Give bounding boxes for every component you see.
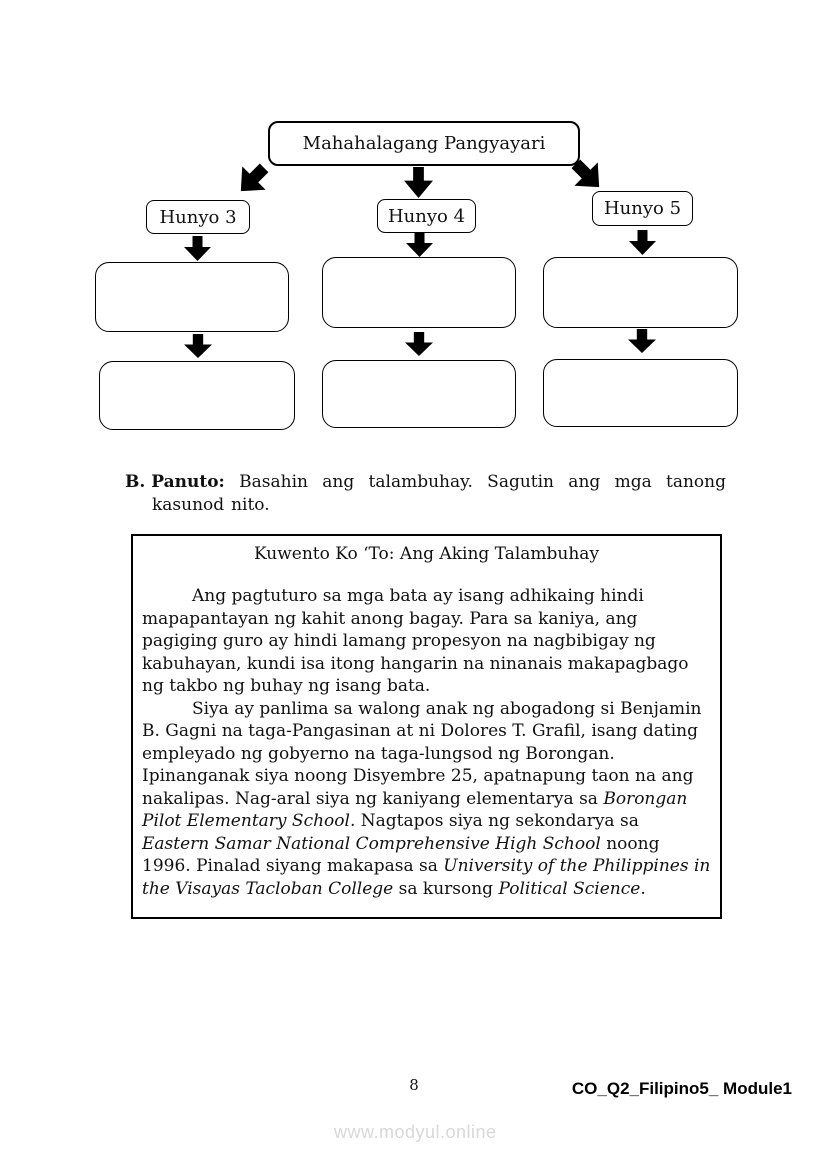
block-arrow-down-left-icon (229, 156, 276, 203)
story-box: Kuwento Ko ‘To: Ang Aking Talambuhay Ang… (131, 534, 722, 919)
answer-box-row1-col2 (322, 257, 516, 328)
story-paragraph-2: Siya ay panlima sa walong anak ng abogad… (142, 698, 711, 899)
diagram-node-hunyo-3: Hunyo 3 (146, 200, 250, 234)
answer-box-row1-col1 (95, 262, 289, 332)
instruction-heading: Panuto: (151, 472, 225, 492)
story-title: Kuwento Ko ‘To: Ang Aking Talambuhay (253, 544, 600, 564)
instruction-b: B.Panuto: Basahin ang talambuhay. Saguti… (125, 471, 726, 517)
diagram-node-hunyo-5: Hunyo 5 (592, 191, 693, 226)
diagram-title: Mahahalagang Pangyayari (302, 133, 546, 154)
diagram-title-box: Mahahalagang Pangyayari (268, 121, 580, 166)
diagram-node-label: Hunyo 5 (603, 198, 682, 219)
watermark: www.modyul.online (334, 1122, 497, 1142)
page-number: 8 (409, 1076, 419, 1094)
answer-box-row2-col1 (99, 361, 295, 430)
module-code: CO_Q2_Filipino5_ Module1 (571, 1079, 792, 1098)
instruction-text: Basahin ang talambuhay. Sagutin ang mga … (152, 472, 727, 515)
diagram-node-hunyo-4: Hunyo 4 (377, 199, 476, 233)
block-arrow-down-icon (184, 236, 211, 261)
block-arrow-down-icon (629, 230, 656, 255)
answer-box-row2-col3 (543, 359, 738, 427)
diagram-node-label: Hunyo 3 (159, 206, 237, 228)
diagram-node-label: Hunyo 4 (387, 205, 466, 227)
block-arrow-down-right-icon (564, 152, 611, 199)
block-arrow-down-icon (406, 232, 433, 257)
answer-box-row2-col2 (322, 360, 516, 428)
block-arrow-down-icon (404, 167, 433, 198)
answer-box-row1-col3 (543, 257, 738, 328)
instruction-letter: B. (125, 472, 146, 492)
story-paragraph-1: Ang pagtuturo sa mga bata ay isang adhik… (142, 586, 689, 696)
block-arrow-down-icon (184, 334, 212, 358)
block-arrow-down-icon (628, 329, 656, 353)
block-arrow-down-icon (405, 332, 433, 356)
